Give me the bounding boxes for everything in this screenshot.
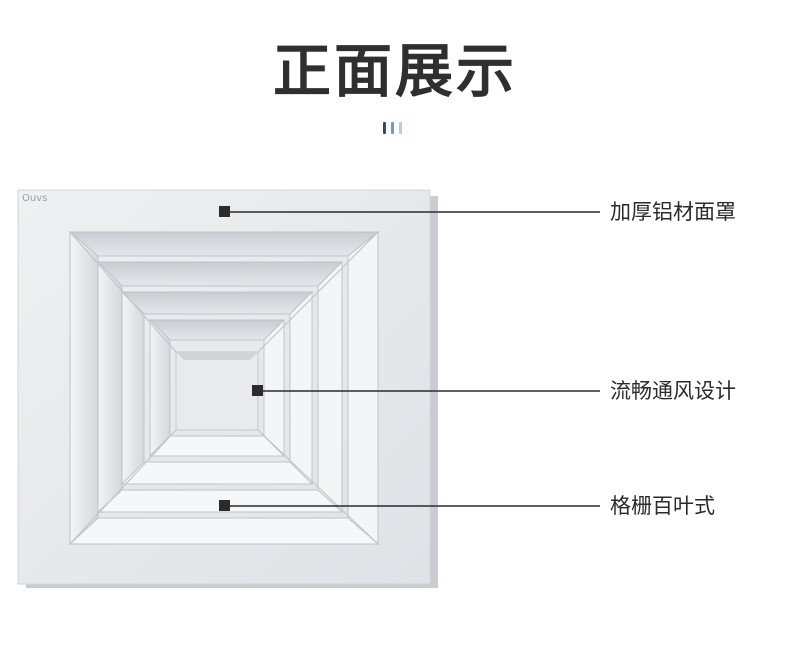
grille-ring-4 <box>148 318 286 458</box>
grille-ring-1 <box>68 230 380 546</box>
grille-ring-3 <box>120 290 314 486</box>
grille-center <box>175 351 259 431</box>
decor-dot-2 <box>391 122 394 134</box>
grille-diagonals <box>69 231 379 545</box>
callout-1-marker <box>219 206 230 217</box>
page-title: 正面展示 <box>272 37 517 105</box>
callout-3 <box>219 500 600 511</box>
decor-dot-3 <box>399 122 402 134</box>
decor-dot-1 <box>383 122 386 134</box>
callout-3-marker <box>219 500 230 511</box>
callout-label-face-cover: 加厚铝材面罩 <box>610 200 736 224</box>
callout-2-marker <box>252 385 263 396</box>
callout-label-ventilation: 流畅通风设计 <box>610 379 736 403</box>
brand-logo: Ouvs <box>22 193 48 204</box>
callout-1 <box>219 206 600 217</box>
callout-2 <box>252 385 600 396</box>
callout-label-louver: 格栅百叶式 <box>610 494 715 518</box>
